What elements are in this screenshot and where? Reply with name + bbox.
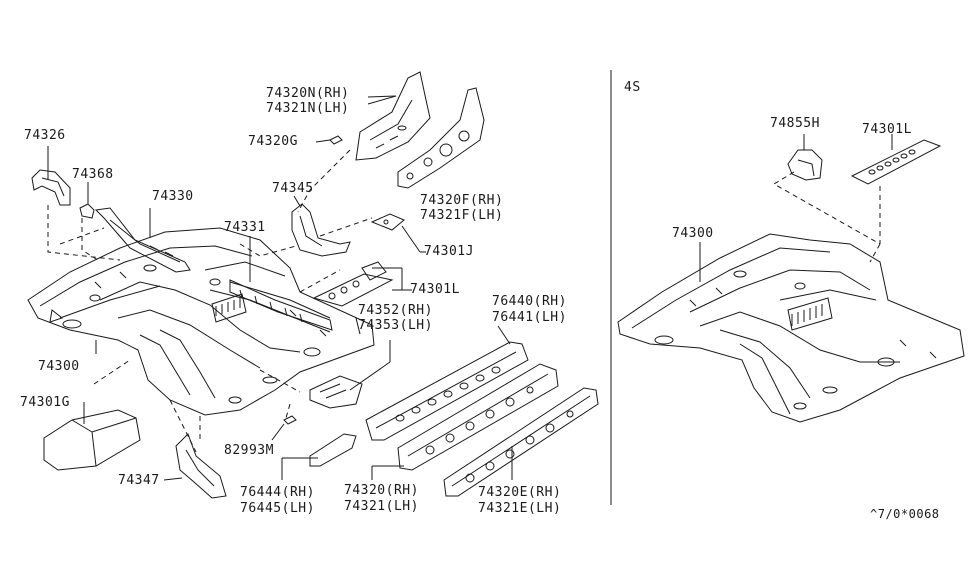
callout-74301l-left: 74301L: [410, 282, 460, 297]
part-74320n: [355, 71, 431, 161]
callout-74855h: 74855H: [770, 116, 820, 131]
callout-74368: 74368: [72, 167, 114, 182]
part-74368: [79, 203, 95, 219]
part-74320: [397, 363, 559, 471]
dashed-lines-right: [773, 171, 881, 263]
part-74352: [309, 375, 363, 409]
part-74326: [31, 169, 71, 206]
callout-76445: 76445(LH): [240, 501, 315, 516]
leader-lines-left: [47, 95, 513, 481]
leader-lines-right: [699, 134, 893, 282]
callout-74353: 74353(LH): [358, 318, 433, 333]
callout-74352: 74352(RH): [358, 303, 433, 318]
part-74320f: [397, 87, 485, 189]
callout-74301j: 74301J: [424, 244, 474, 259]
part-76440: [365, 341, 529, 441]
part-74301l-left: [312, 261, 394, 307]
part-74320e: [443, 387, 599, 497]
callout-74320g: 74320G: [248, 134, 298, 149]
callout-74330: 74330: [152, 189, 194, 204]
callout-74326: 74326: [24, 128, 66, 143]
callout-74301l-right: 74301L: [862, 122, 912, 137]
part-76444: [309, 433, 357, 467]
floor-pan-right: [617, 233, 965, 423]
callout-74320e: 74320E(RH): [478, 485, 562, 500]
callout-74347: 74347: [118, 473, 160, 488]
callout-74321f: 74321F(LH): [420, 208, 504, 223]
part-74301l-right: [850, 139, 942, 185]
callout-74320: 74320(RH): [344, 483, 419, 498]
part-74855h: [787, 149, 823, 181]
variant-label: 4S: [624, 80, 641, 95]
footer-code: ^7/0*0068: [870, 507, 940, 521]
part-74347: [175, 433, 227, 499]
part-74301j: [370, 213, 405, 231]
part-82993m: [283, 415, 297, 425]
callout-74301g: 74301G: [20, 395, 70, 410]
callout-76441: 76441(LH): [492, 310, 567, 325]
callout-74321: 74321(LH): [344, 499, 419, 514]
callout-74320f: 74320F(RH): [420, 193, 504, 208]
part-74330: [94, 207, 191, 273]
callout-74321e: 74321E(LH): [478, 501, 562, 516]
callout-74300-right: 74300: [672, 226, 714, 241]
part-74320g: [329, 135, 343, 145]
part-74301g: [43, 409, 141, 471]
floor-pan-left: [27, 227, 375, 416]
callout-74321n: 74321N(LH): [266, 101, 350, 116]
callout-74300-left: 74300: [38, 359, 80, 374]
callout-82993m: 82993M: [224, 443, 274, 458]
part-74331: [229, 279, 333, 331]
callout-74320n: 74320N(RH): [266, 86, 350, 101]
callout-74345: 74345: [272, 181, 314, 196]
callout-74331: 74331: [224, 220, 266, 235]
callout-76444: 76444(RH): [240, 485, 315, 500]
part-74345: [291, 203, 351, 257]
dashed-lines-left: [47, 149, 373, 453]
callout-76440: 76440(RH): [492, 294, 567, 309]
